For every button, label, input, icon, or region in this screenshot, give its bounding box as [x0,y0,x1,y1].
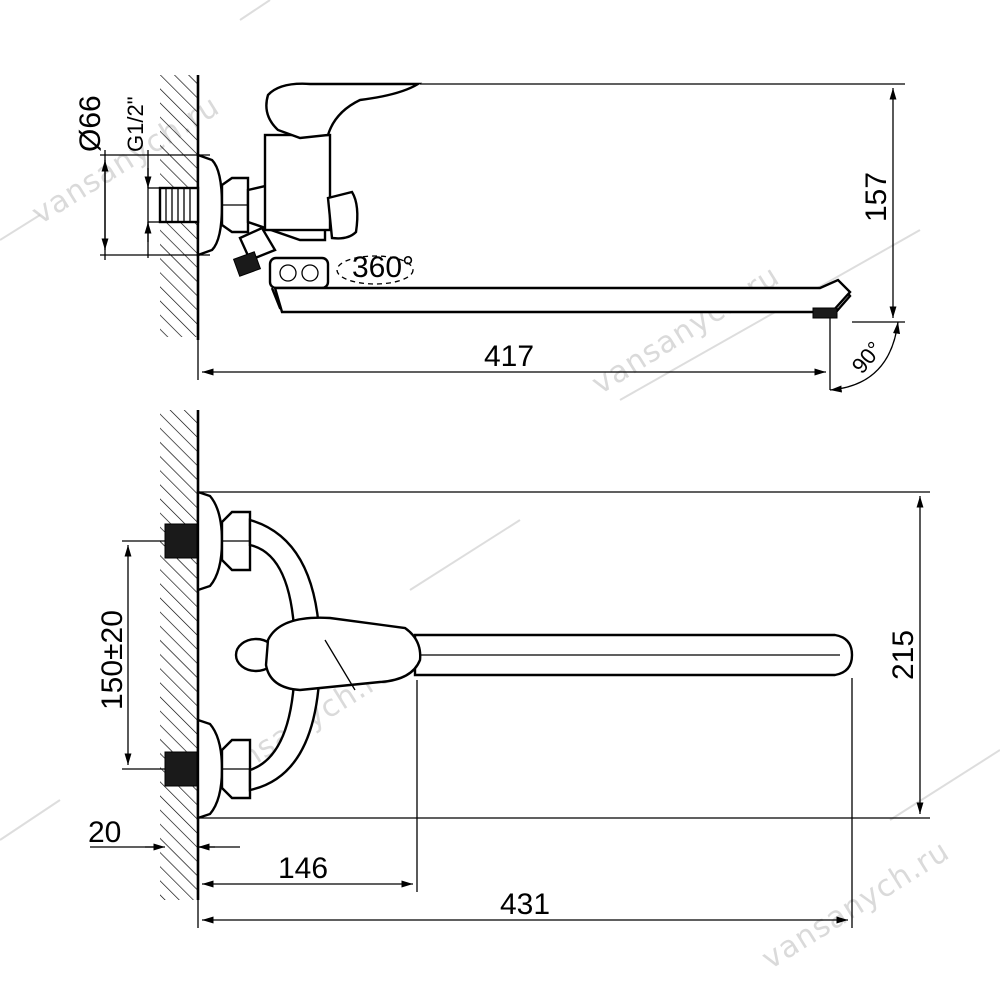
watermark-text: vansanych.ru [586,259,786,402]
pipe-stub-top [164,523,198,559]
height-label: 157 [860,172,893,222]
swivel-indicator [336,255,414,285]
angle-arc [829,321,901,393]
pipe-stub-bottom [164,751,198,787]
escutcheon-top [196,490,224,592]
faucet-body [263,133,332,232]
total-length-label: 431 [500,888,550,921]
side-view: 360° Ø66 G1/2" 157 417 90° [74,75,905,393]
lever-handle-top [264,616,422,692]
wall-escutcheon [196,153,224,257]
handle-reach-label: 146 [278,852,328,885]
diverter-knob [326,190,359,240]
angle-label: 90° [847,337,888,379]
wall-offset-label: 20 [88,816,121,849]
swivel-collar [268,256,330,290]
thread-lines [165,188,191,222]
shower-outlet [238,226,277,262]
lever-handle [265,82,423,140]
watermark-layer: vansanych.ru vansanych.ru vansanych.ru v… [0,0,1000,977]
thread-label: G1/2" [123,96,148,152]
spout-body [273,278,852,314]
aerator [812,307,838,319]
swivel-label: 360° [352,251,414,284]
diameter-label: Ø66 [74,95,107,152]
top-view: 150±20 215 20 146 431 [88,410,930,928]
watermark-text: vansanych.ru [756,834,956,977]
connector-arms [248,518,322,792]
length-label: 417 [484,340,534,373]
spacing-label: 150±20 [96,610,129,710]
wall-hatch [160,410,198,900]
depth-label: 215 [887,630,920,680]
escutcheon-bottom [196,718,224,820]
shower-outlet-tip [232,251,262,277]
